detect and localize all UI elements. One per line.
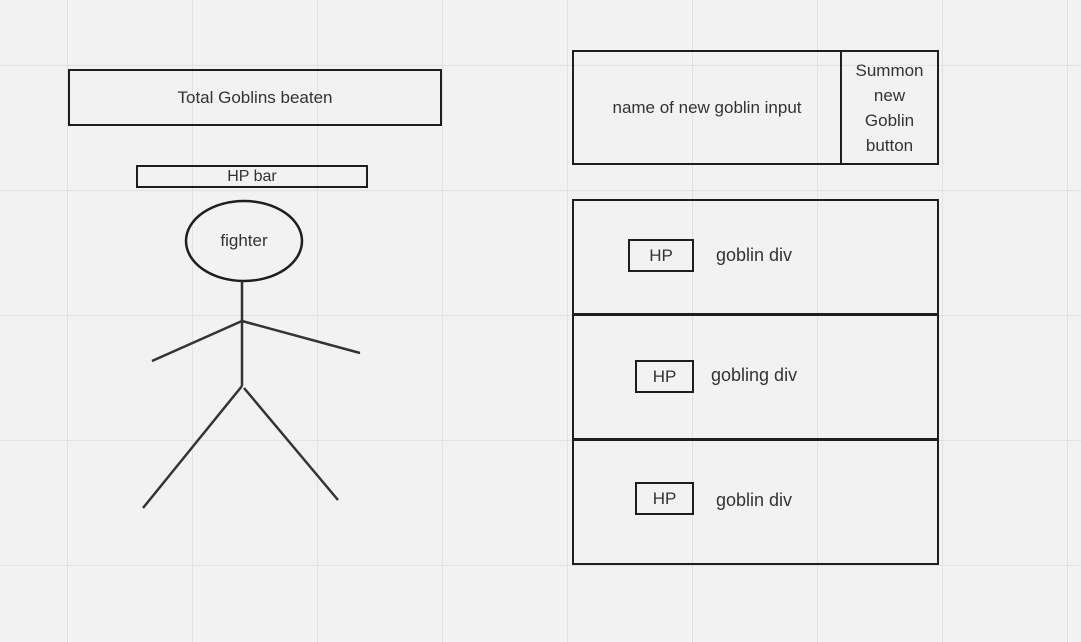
total-goblins-beaten-label: Total Goblins beaten — [177, 87, 333, 107]
fighter-left-leg — [142, 385, 243, 509]
summon-goblin-button[interactable]: Summon new Goblin button — [840, 50, 939, 165]
fighter-left-arm — [151, 319, 243, 363]
total-goblins-beaten-box: Total Goblins beaten — [68, 69, 442, 126]
goblin-hp-label: HP — [649, 245, 673, 265]
goblin-div: HP goblin div — [572, 199, 939, 315]
goblin-hp-box: HP — [635, 360, 694, 393]
summon-goblin-button-label: Summon new Goblin button — [855, 60, 924, 155]
goblin-hp-label: HP — [652, 366, 677, 386]
fighter-hp-bar: HP bar — [136, 165, 368, 188]
fighter-label: fighter — [220, 231, 268, 250]
goblin-hp-label: HP — [652, 488, 677, 508]
fighter-head — [184, 199, 304, 283]
goblin-div: HP gobling div — [572, 313, 939, 440]
fighter-right-leg — [243, 387, 339, 501]
goblin-label: gobling div — [711, 365, 798, 385]
goblin-label: goblin div — [716, 245, 793, 265]
fighter-right-arm — [241, 319, 361, 355]
new-goblin-name-input-label: name of new goblin input — [612, 97, 802, 117]
goblin-hp-box: HP — [635, 482, 694, 515]
new-goblin-name-input[interactable]: name of new goblin input — [572, 50, 842, 165]
goblin-div: HP goblin div — [572, 438, 939, 565]
goblin-hp-box: HP — [628, 239, 694, 272]
fighter-hp-bar-label: HP bar — [227, 167, 277, 185]
goblin-label: goblin div — [716, 490, 793, 510]
